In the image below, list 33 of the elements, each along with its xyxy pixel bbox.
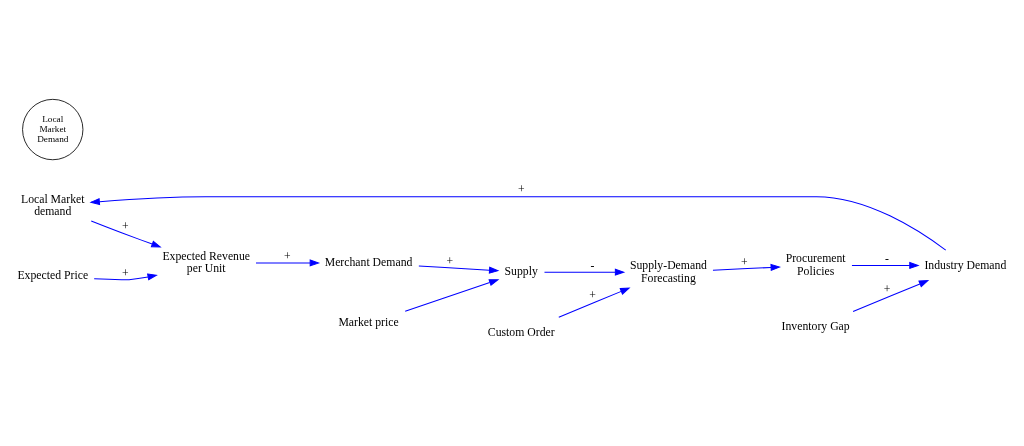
- edge-label: -: [590, 258, 595, 272]
- arrow: [90, 220, 162, 247]
- arrow: [851, 261, 920, 269]
- arrow: [544, 268, 626, 276]
- node-text: Expected Revenue per Unit: [162, 249, 251, 275]
- arrow: [255, 258, 321, 267]
- edge-label: +: [121, 219, 129, 233]
- edge-label: +: [446, 254, 454, 268]
- edge-label: +: [741, 255, 748, 269]
- arrow: [404, 278, 500, 312]
- node-text: Supply-Demand Forecasting: [629, 258, 707, 285]
- node-text: Local Market demand: [20, 192, 85, 218]
- arrow: [89, 195, 947, 251]
- edge-label: +: [517, 182, 525, 196]
- edge-label: +: [283, 249, 291, 263]
- arrow: [852, 279, 930, 312]
- node-text: Procurement Policies: [785, 251, 846, 278]
- edge-label: +: [883, 282, 891, 296]
- arrow: [712, 263, 781, 271]
- edge-label: -: [884, 251, 889, 265]
- node-text: Supply: [504, 264, 538, 278]
- arrow: [418, 264, 500, 274]
- node-text: Market price: [338, 315, 399, 329]
- node-text: Industry Demand: [924, 258, 1007, 272]
- node-text: Merchant Demand: [324, 255, 413, 269]
- node-text: Custom Order: [487, 325, 555, 339]
- edge-label: +: [589, 288, 596, 302]
- arrow: [93, 272, 158, 281]
- edge-label: +: [121, 266, 129, 280]
- node-text: Inventory Gap: [781, 319, 850, 333]
- node-circle: Local Market Demand: [22, 98, 84, 160]
- node-text: Expected Price: [17, 268, 89, 282]
- arrow: [558, 287, 631, 318]
